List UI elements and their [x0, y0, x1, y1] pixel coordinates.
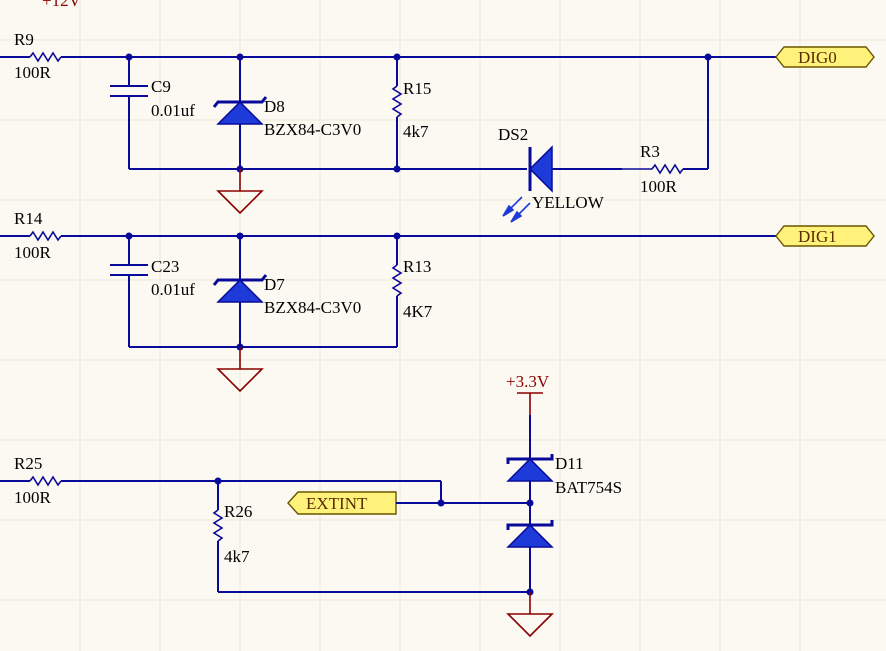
resistor-r25 [29, 475, 62, 487]
channel-dig1: R14 100R C23 0.01uf D7 BZX84-C3V0 R13 4K… [0, 209, 875, 393]
r25-value: 100R [14, 488, 52, 507]
power-label-3v3: +3.3V [506, 372, 550, 391]
r14-ref: R14 [14, 209, 43, 228]
port-dig1 [775, 225, 875, 247]
r13-ref: R13 [403, 257, 431, 276]
r15-ref: R15 [403, 79, 431, 98]
r9-value: 100R [14, 63, 52, 82]
c23-ref: C23 [151, 257, 179, 276]
c9-value: 0.01uf [151, 101, 195, 120]
r13-value: 4K7 [403, 302, 433, 321]
c23-value: 0.01uf [151, 280, 195, 299]
d8-value: BZX84-C3V0 [264, 120, 361, 139]
r25-ref: R25 [14, 454, 42, 473]
d8-ref: D8 [264, 97, 285, 116]
r14-value: 100R [14, 243, 52, 262]
resistor-r15 [391, 85, 403, 118]
schottky-diode-d11-upper [506, 454, 554, 482]
resistor-r3 [622, 163, 684, 175]
zener-diode-d8 [212, 96, 268, 125]
ground-symbol-1 [216, 190, 264, 215]
port-extint-label: EXTINT [306, 494, 368, 513]
resistor-r26 [212, 509, 224, 542]
resistor-r14 [29, 230, 62, 242]
d11-ref: D11 [555, 454, 584, 473]
ds2-value: YELLOW [532, 193, 605, 212]
resistor-r9 [29, 51, 62, 63]
power-label-12v: +12V [42, 0, 82, 10]
resistor-r13 [391, 264, 403, 297]
port-dig0-label: DIG0 [798, 48, 837, 67]
r15-value: 4k7 [403, 122, 429, 141]
ground-symbol-3 [506, 613, 554, 638]
r3-ref: R3 [640, 142, 660, 161]
r9-ref: R9 [14, 30, 34, 49]
d11-value: BAT754S [555, 478, 622, 497]
zener-diode-d7 [212, 274, 268, 303]
r3-value: 100R [640, 177, 678, 196]
ds2-ref: DS2 [498, 125, 528, 144]
d7-value: BZX84-C3V0 [264, 298, 361, 317]
channel-extint: R25 100R R26 4k7 EXTINT +3.3V [0, 372, 622, 638]
ground-symbol-2 [216, 368, 264, 393]
r26-ref: R26 [224, 502, 252, 521]
c9-ref: C9 [151, 77, 171, 96]
schottky-diode-d11-lower [506, 520, 554, 548]
port-dig0 [775, 46, 875, 68]
channel-dig0: R9 100R C9 0.01uf D8 BZX84-C3V0 R15 4k7 [0, 30, 875, 223]
r26-value: 4k7 [224, 547, 250, 566]
port-dig1-label: DIG1 [798, 227, 837, 246]
d7-ref: D7 [264, 275, 285, 294]
